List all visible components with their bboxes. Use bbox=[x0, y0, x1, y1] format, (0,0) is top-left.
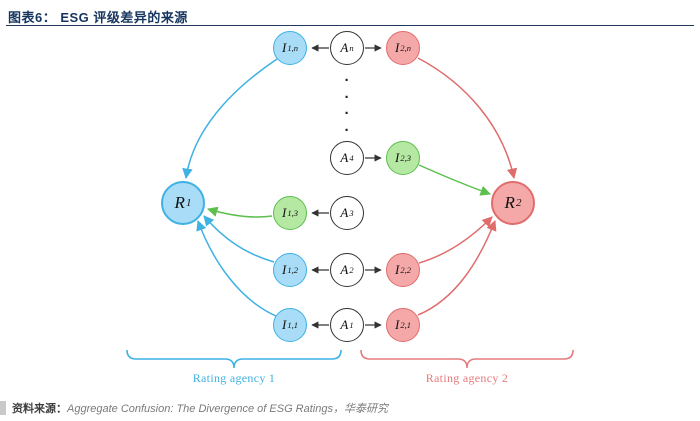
brace-agency2 bbox=[360, 349, 574, 369]
arrow-i11-to-r1 bbox=[196, 220, 277, 317]
node-r2-label: R bbox=[504, 193, 515, 212]
rating-agency1-label: Rating agency 1 bbox=[192, 371, 276, 385]
arrow-i12-to-r1 bbox=[203, 215, 275, 263]
rating-agency2-label: Rating agency 2 bbox=[425, 371, 509, 385]
arrow-i13-to-r1 bbox=[206, 206, 273, 218]
arrow-i2n-to-r2 bbox=[417, 57, 518, 180]
ellipsis-dots: · · · · bbox=[344, 72, 350, 139]
arrow-i21-to-r2 bbox=[417, 220, 497, 316]
footer-tab bbox=[0, 401, 6, 415]
chart-title: 图表6： ESG 评级差异的来源 bbox=[8, 10, 188, 25]
brace-agency1 bbox=[126, 349, 342, 369]
arrow-i22-to-r2 bbox=[418, 216, 493, 264]
node-r1-label: R bbox=[174, 193, 185, 212]
source-label: 资料来源： bbox=[12, 403, 67, 415]
title-divider bbox=[6, 25, 694, 26]
arrow-i1n-to-r1 bbox=[182, 58, 278, 180]
source-text: Aggregate Confusion: The Divergence of E… bbox=[67, 403, 388, 415]
source-line: 资料来源：Aggregate Confusion: The Divergence… bbox=[0, 400, 700, 416]
arrow-i23-to-r2 bbox=[418, 164, 491, 196]
